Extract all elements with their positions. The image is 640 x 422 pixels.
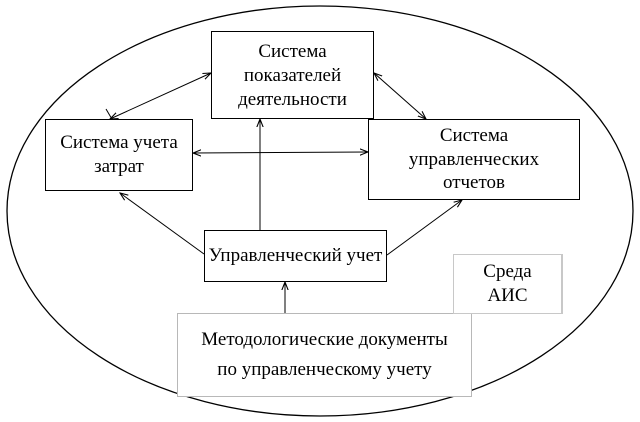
aic-environment-ellipse — [6, 5, 634, 417]
methodology-documents-box: Методологические документы по управленче… — [177, 313, 472, 397]
aic-environment-label: Среда АИС — [483, 261, 532, 306]
arrow-mgmt-to-reports — [386, 200, 462, 256]
indicators-system-label: Система показателей деятельности — [238, 41, 347, 110]
cost-accounting-label: Система учета затрат — [60, 132, 178, 177]
management-reports-label: Система управленческих отчетов — [408, 124, 540, 194]
aic-environment-box: Среда АИС — [453, 254, 563, 314]
indicators-system-box: Система показателей деятельности — [211, 31, 374, 119]
arrow-mgmt-to-cost — [120, 193, 205, 255]
management-reports-box: Система управленческих отчетов — [368, 119, 580, 200]
management-accounting-box: Управленческий учет — [204, 230, 387, 282]
management-accounting-label: Управленческий учет — [208, 245, 383, 267]
arrow-indicators-reports — [374, 73, 426, 119]
arrow-cost-indicators — [110, 73, 211, 119]
arrow-cost-reports — [193, 152, 368, 153]
cost-accounting-box: Система учета затрат — [45, 119, 193, 191]
methodology-documents-label: Методологические документы по управленче… — [201, 328, 448, 380]
